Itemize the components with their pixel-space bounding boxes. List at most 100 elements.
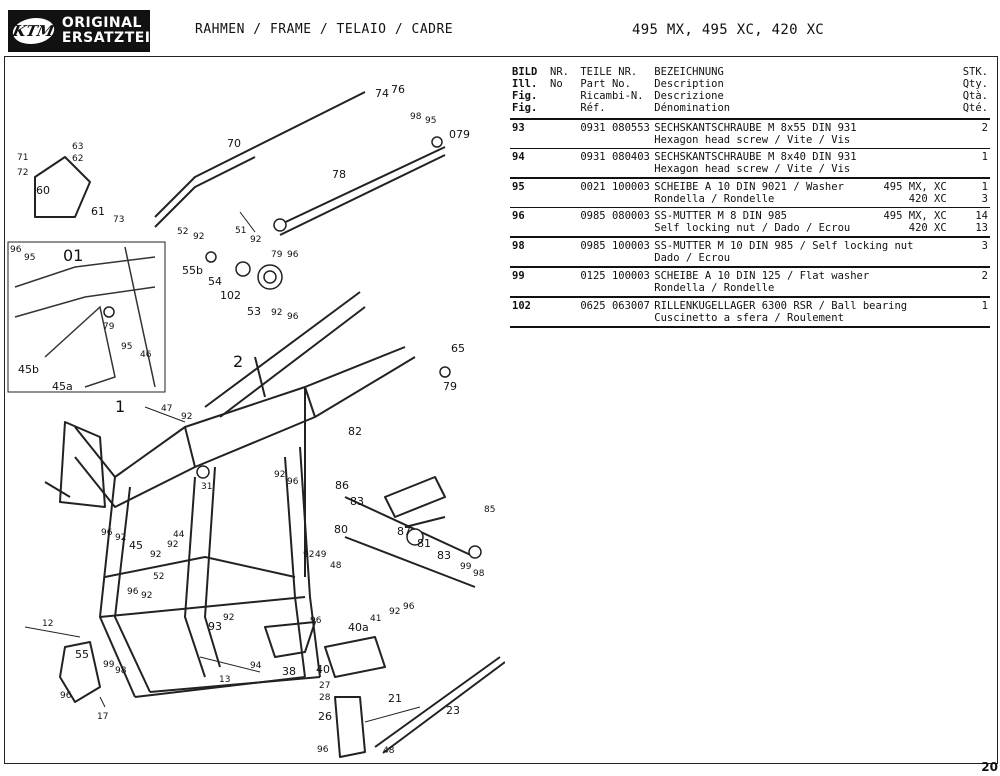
svg-text:95: 95 — [425, 116, 436, 126]
svg-text:92: 92 — [193, 232, 204, 242]
svg-text:92: 92 — [115, 533, 126, 543]
qty-cell: 2 — [948, 267, 990, 298]
svg-text:40: 40 — [316, 663, 330, 676]
svg-text:60: 60 — [36, 184, 50, 197]
part-number-cell: 0931 080553 — [578, 119, 653, 149]
part-number-cell: 0125 100003 — [578, 267, 653, 298]
fig-cell: 96 — [510, 207, 549, 238]
svg-text:98: 98 — [115, 666, 127, 676]
svg-text:1: 1 — [115, 397, 125, 416]
fig-cell: 94 — [510, 148, 549, 179]
svg-text:46: 46 — [140, 350, 152, 360]
svg-text:72: 72 — [17, 168, 28, 178]
svg-text:102: 102 — [220, 289, 241, 302]
svg-text:92: 92 — [250, 235, 261, 245]
svg-text:51: 51 — [235, 226, 246, 236]
qty-cell: 2 — [948, 119, 990, 149]
svg-text:49: 49 — [315, 550, 327, 560]
svg-text:61: 61 — [91, 205, 105, 218]
svg-text:23: 23 — [446, 704, 460, 717]
fig-cell: 99 — [510, 267, 549, 298]
svg-text:53: 53 — [247, 305, 261, 318]
svg-text:73: 73 — [113, 215, 124, 225]
svg-text:48: 48 — [383, 746, 395, 756]
ktm-logo: KTM ORIGINAL ERSATZTEILE — [8, 10, 169, 52]
svg-text:81: 81 — [417, 537, 431, 550]
content-frame — [4, 56, 998, 764]
svg-text:26: 26 — [318, 710, 332, 723]
header-qty: STK.Qty.Qtà.Qté. — [948, 64, 990, 120]
logo-text: ORIGINAL ERSATZTEILE — [62, 16, 170, 46]
svg-text:98: 98 — [473, 569, 485, 579]
fig-cell: 95 — [510, 178, 549, 208]
logo-text-ersatzteile: ERSATZTEILE — [61, 30, 170, 46]
fig-cell: 93 — [510, 119, 549, 149]
fig-cell: 102 — [510, 297, 549, 328]
svg-text:94: 94 — [250, 661, 262, 671]
svg-text:28: 28 — [319, 693, 331, 703]
svg-text:17: 17 — [97, 712, 108, 722]
svg-text:92: 92 — [271, 308, 282, 318]
ktm-logo-mark: KTM — [10, 18, 57, 44]
svg-text:87: 87 — [397, 525, 411, 538]
svg-text:92: 92 — [389, 607, 400, 617]
svg-text:38: 38 — [282, 665, 296, 678]
header-nr: NR.No — [548, 64, 579, 120]
svg-text:96: 96 — [287, 312, 299, 322]
svg-text:079: 079 — [449, 128, 470, 141]
svg-text:47: 47 — [161, 404, 172, 414]
svg-text:93: 93 — [208, 620, 222, 633]
svg-text:78: 78 — [332, 168, 346, 181]
svg-text:82: 82 — [348, 425, 362, 438]
svg-text:13: 13 — [219, 675, 230, 685]
nr-cell — [548, 267, 579, 298]
nr-cell — [548, 178, 579, 208]
svg-text:48: 48 — [330, 561, 342, 571]
svg-text:96: 96 — [287, 477, 299, 487]
svg-text:76: 76 — [391, 83, 405, 96]
svg-text:2: 2 — [233, 352, 243, 371]
svg-text:31: 31 — [201, 482, 212, 492]
svg-text:70: 70 — [227, 137, 241, 150]
svg-text:86: 86 — [335, 479, 349, 492]
svg-text:79: 79 — [103, 322, 115, 332]
description-cell: SS-MUTTER M 10 DIN 985 / Self locking nu… — [652, 237, 949, 268]
svg-text:52: 52 — [153, 572, 164, 582]
svg-text:79: 79 — [443, 380, 457, 393]
header-part: TEILE NR.Part No.Ricambi-N.Réf. — [578, 64, 653, 120]
svg-text:92: 92 — [150, 550, 161, 560]
qty-cell: 1 — [948, 297, 990, 328]
svg-text:44: 44 — [173, 530, 185, 540]
nr-cell — [548, 237, 579, 268]
svg-text:96: 96 — [287, 250, 299, 260]
svg-text:45a: 45a — [52, 380, 73, 393]
svg-text:92: 92 — [181, 412, 192, 422]
svg-text:54: 54 — [208, 275, 222, 288]
page-title: RAHMEN / FRAME / TELAIO / CADRE — [195, 22, 454, 37]
nr-cell — [548, 119, 579, 149]
logo-text-original: ORIGINAL — [61, 15, 142, 31]
svg-text:95: 95 — [121, 342, 132, 352]
svg-text:63: 63 — [72, 142, 83, 152]
svg-text:27: 27 — [319, 681, 330, 691]
svg-text:52: 52 — [177, 227, 188, 237]
svg-text:92: 92 — [141, 591, 152, 601]
svg-text:83: 83 — [437, 549, 451, 562]
nr-cell — [548, 148, 579, 179]
svg-text:92: 92 — [274, 470, 285, 480]
svg-text:96: 96 — [101, 528, 113, 538]
svg-text:85: 85 — [484, 505, 495, 515]
fig-cell: 98 — [510, 237, 549, 268]
svg-text:40a: 40a — [348, 621, 369, 634]
